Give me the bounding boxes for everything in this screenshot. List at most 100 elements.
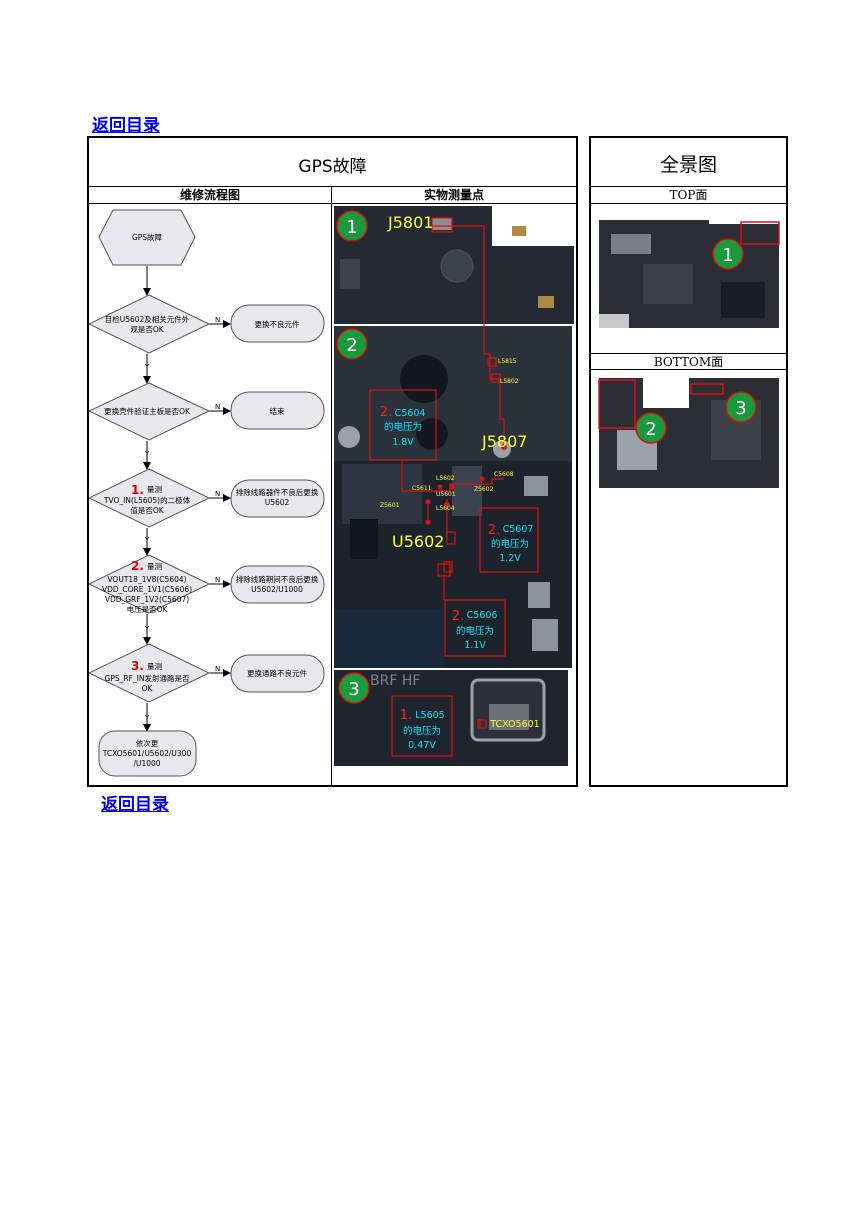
svg-text:Y: Y — [144, 536, 150, 544]
svg-text:L5605: L5605 — [415, 710, 444, 721]
a3-line2: U5602 — [265, 498, 290, 507]
a2-label: 结束 — [270, 406, 285, 416]
q3-word: 量测 — [147, 485, 162, 494]
c5607-box — [479, 507, 539, 573]
svg-text:Z5602: Z5602 — [474, 486, 494, 493]
end-line3: /U1000 — [133, 759, 160, 768]
svg-text:N: N — [215, 665, 220, 673]
svg-text:U5601: U5601 — [436, 491, 456, 498]
svg-text:1.1V: 1.1V — [464, 640, 486, 651]
svg-text:Z5601: Z5601 — [380, 502, 400, 509]
marker-3-label: 3 — [348, 679, 359, 700]
top-face-label: TOP面 — [669, 188, 708, 202]
marker-1-label: 1 — [346, 217, 357, 238]
svg-text:C5604: C5604 — [395, 408, 426, 419]
svg-text:1.2V: 1.2V — [499, 553, 521, 564]
decision-3 — [89, 468, 211, 528]
marker-3 — [338, 672, 370, 704]
q4-line2: VDD_CORE_1V1(C5606) — [102, 585, 192, 594]
svg-text:3: 3 — [735, 398, 746, 419]
svg-text:N: N — [215, 403, 220, 411]
j5807-label: J5807 — [481, 432, 527, 451]
marker-1 — [336, 210, 368, 242]
header-row — [89, 186, 576, 204]
svg-text:N: N — [215, 576, 220, 584]
svg-text:1: 1 — [722, 245, 733, 266]
tcxo-label: TCXO5601 — [489, 719, 539, 730]
u5602-label: U5602 — [392, 532, 444, 551]
j5801-label: J5801 — [387, 213, 433, 232]
q2-label: 更换壳件验证主板是否OK — [104, 406, 191, 416]
a4-line1: 排除线路期间不良后更换 — [236, 574, 319, 584]
bottom-header-row — [591, 353, 786, 370]
svg-text:Y: Y — [144, 625, 150, 633]
svg-text:Y: Y — [144, 714, 150, 722]
svg-text:C5608: C5608 — [494, 471, 514, 478]
action-1 — [230, 304, 325, 343]
q3-number: 1. — [131, 483, 144, 497]
top-header-row — [591, 186, 786, 204]
svg-text:C5611: C5611 — [412, 485, 432, 492]
svg-text:C5607: C5607 — [503, 524, 534, 535]
svg-text:2.: 2. — [452, 609, 464, 624]
a1-label: 更换不良元件 — [255, 319, 300, 329]
svg-text:1.: 1. — [400, 708, 412, 723]
bottom-face-label: BOTTOM面 — [653, 355, 724, 369]
svg-text:L5815: L5815 — [498, 358, 517, 365]
svg-text:的电压为: 的电压为 — [384, 421, 422, 433]
marker-2 — [336, 328, 368, 360]
marker-2-label: 2 — [346, 335, 357, 356]
decision-4 — [89, 554, 211, 614]
decision-5 — [89, 643, 211, 703]
q4-number: 2. — [131, 559, 144, 573]
action-3 — [230, 479, 325, 518]
decision-2 — [89, 382, 211, 441]
svg-text:N: N — [215, 490, 220, 498]
column-divider — [331, 186, 332, 785]
svg-text:C5606: C5606 — [467, 610, 498, 621]
decision-1 — [89, 294, 211, 354]
q4-line1: VOUT18_1V8(C5604) — [107, 575, 186, 584]
q5-line2: OK — [142, 684, 154, 693]
svg-text:L5802: L5802 — [500, 378, 519, 385]
action-2 — [230, 391, 325, 430]
svg-text:L5602: L5602 — [436, 475, 455, 482]
a3-line1: 排除线路器件不良后更换 — [236, 487, 319, 497]
svg-text:2: 2 — [645, 419, 656, 440]
svg-text:2.: 2. — [488, 523, 500, 538]
svg-text:2.: 2. — [380, 405, 392, 420]
back-to-toc-link-top[interactable]: 返回目录 — [92, 116, 160, 136]
back-to-toc-link-bottom[interactable]: 返回目录 — [101, 795, 169, 815]
q5-line1: GPS_RF_IN发射通路是否 — [105, 673, 190, 683]
measurement-photos: BRF HF 1 2 3 — [334, 206, 574, 766]
end-line1: 依次更 — [136, 738, 159, 748]
svg-text:Y: Y — [144, 450, 150, 458]
action-5 — [230, 654, 325, 693]
q3-line1: TVO_IN(L5605)的二极体 — [103, 495, 191, 505]
end-shape — [98, 730, 197, 777]
start-shape — [98, 209, 196, 266]
bottom-marker-2 — [635, 412, 667, 444]
bottom-board-photo: 2 3 — [598, 378, 779, 488]
q3-line2: 值是否OK — [130, 505, 164, 515]
col-points-header: 实物测量点 — [423, 188, 484, 202]
svg-text:N: N — [215, 316, 220, 324]
c5604-box — [369, 389, 437, 461]
a4-line2: U5602/U1000 — [251, 585, 303, 594]
svg-text:的电压为: 的电压为 — [403, 725, 441, 737]
svg-text:的电压为: 的电压为 — [491, 538, 529, 550]
svg-text:L5604: L5604 — [436, 505, 455, 512]
panorama-title: 全景图 — [659, 154, 717, 176]
q5-number: 3. — [131, 659, 144, 673]
col-flow-header: 维修流程图 — [179, 188, 240, 202]
a5-label: 更换通路不良元件 — [247, 668, 307, 678]
svg-text:的电压为: 的电压为 — [456, 625, 494, 637]
q5-word: 量测 — [147, 662, 162, 671]
svg-text:1.8V: 1.8V — [392, 437, 414, 448]
q1-line1: 目检U5602及相关元件外 — [105, 314, 190, 324]
top-board-photo: 1 — [599, 220, 780, 328]
svg-text:Y: Y — [144, 363, 150, 371]
bottom-marker-3 — [725, 391, 757, 423]
start-label: GPS故障 — [132, 232, 163, 242]
q4-word: 量测 — [147, 562, 162, 571]
